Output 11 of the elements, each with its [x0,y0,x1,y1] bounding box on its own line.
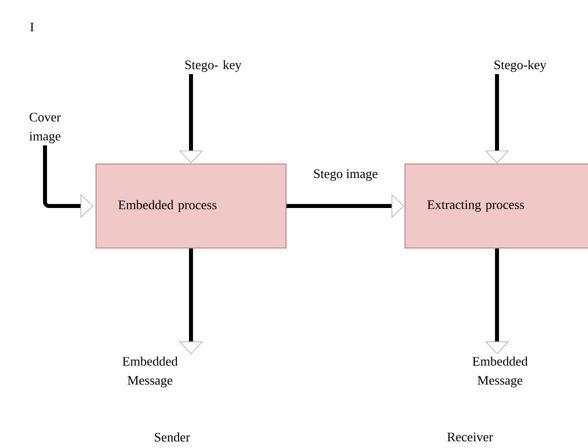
label-text: Receiver [447,432,493,442]
edge-label: Stego image [314,169,378,181]
node-text: Stego-key [494,60,546,72]
node-text: Embedded Message [122,356,178,388]
label-text: I [30,22,34,32]
node-text: Cover image [29,112,61,144]
node-text: Stego- key [185,60,242,72]
label-text: Sender [154,432,190,442]
process-box: Extracting process [404,164,588,248]
node-text: Embedded Message [472,356,528,388]
process-box: Embedded process [96,164,286,248]
